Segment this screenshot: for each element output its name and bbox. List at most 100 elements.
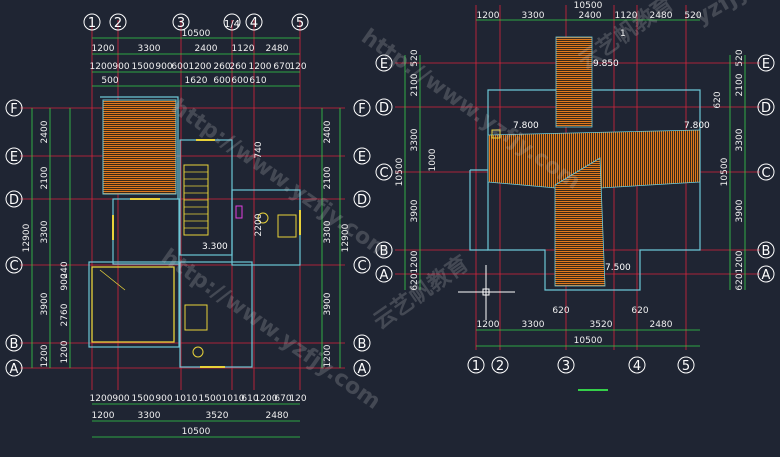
roof-right-dim: 3300 — [735, 128, 745, 151]
left-top-dim3: 1620 — [185, 76, 208, 86]
left-inner-dim: 2760 — [60, 303, 70, 326]
left-bottom-dim2: 1200 — [92, 411, 115, 421]
left-top-dim2: 900 — [155, 62, 172, 72]
left-axis-top-3: 3 — [177, 16, 185, 31]
left-top-dim2: 670 — [273, 62, 290, 72]
left-top-dim3: 600 — [231, 76, 248, 86]
roof-top-dim: 3300 — [522, 11, 545, 21]
left-bottom-dim: 900 — [155, 394, 172, 404]
roof-left-dim: 3900 — [410, 199, 420, 222]
left-axis-side-C: C — [9, 259, 18, 274]
left-top-total: 10500 — [182, 29, 211, 39]
roof-tile-top — [555, 36, 593, 128]
right-axis-bubbles — [375, 54, 775, 374]
roof-top-dim: 2400 — [579, 11, 602, 21]
roof-axis-right-B: B — [762, 244, 771, 259]
balcony-diagonal — [99, 269, 126, 291]
left-top-dim3: 610 — [249, 76, 266, 86]
bath-fixture — [192, 346, 204, 358]
left-top-dim2: 600 — [171, 62, 188, 72]
left-top-dim2: 900 — [112, 62, 129, 72]
left-top-dim2: 260 — [229, 62, 246, 72]
left-top-dim2: 1200 — [90, 62, 113, 72]
bed — [184, 304, 208, 331]
left-floor-plan: 1 2 3 1/4 4 5 F E D C B A F E D C B A 10… — [5, 13, 371, 438]
roof-top-dim: 2480 — [650, 11, 673, 21]
inner-dim: 2200 — [254, 213, 264, 236]
left-top-dim2: 1500 — [132, 62, 155, 72]
left-axis-side-A: A — [10, 362, 19, 377]
left-bottom-dim2: 3520 — [206, 411, 229, 421]
right-dimension-lines — [404, 19, 746, 347]
roof-axis-bottom-1: 1 — [472, 359, 480, 374]
left-side-dim: 2400 — [40, 120, 50, 143]
left-bottom-total: 10500 — [182, 427, 211, 437]
right-side-total: 12900 — [341, 223, 351, 252]
left-bottom-dim: 670 — [274, 394, 291, 404]
roof-left-dim: 520 — [410, 49, 420, 66]
roof-axis-right-E: E — [762, 57, 770, 72]
roof-left-dim: 3300 — [410, 128, 420, 151]
roof-axis-bottom-5: 5 — [682, 359, 690, 374]
roof-right-dim: 620 — [735, 273, 745, 290]
left-top-dim3: 500 — [101, 76, 118, 86]
right-side-dim: 3300 — [323, 220, 333, 243]
left-bottom-dim: 1200 — [255, 394, 278, 404]
roof-axis-right-D: D — [761, 101, 771, 116]
left-bottom-dim: 610 — [241, 394, 258, 404]
left-side-dim: 3900 — [40, 292, 50, 315]
roof-bottom-dim: 620 — [631, 306, 648, 316]
roof-left-dim: 620 — [410, 273, 420, 290]
left-bottom-dim: 1010 — [222, 394, 245, 404]
roof-level: 7.500 — [605, 263, 631, 273]
bathtub — [277, 214, 297, 238]
crosshair-cursor — [458, 265, 515, 320]
roof-right-dim: 520 — [735, 49, 745, 66]
left-bottom-dim2: 3300 — [138, 411, 161, 421]
left-axis-side-D: D — [9, 193, 19, 208]
left-axis-right-B: B — [358, 337, 367, 352]
roof-level: 7.800 — [513, 121, 539, 131]
right-side-dim: 3900 — [323, 292, 333, 315]
right-roof-plan: E D C B A E D C B A 1 2 3 4 5 10500 1200… — [375, 1, 775, 391]
roof-right-dim: 620 — [713, 91, 723, 108]
roof-left-dim: 1000 — [428, 148, 438, 171]
left-bottom-dim: 1200 — [90, 394, 113, 404]
roof-top-dim: 1120 — [615, 11, 638, 21]
left-axis-side-E: E — [10, 150, 18, 165]
roof-axis-A: A — [380, 268, 389, 283]
roof-left-dim: 1200 — [410, 250, 420, 273]
left-axis-right-A: A — [358, 362, 367, 377]
watermark-url-2: http://www.yzfjy.com — [357, 24, 585, 194]
roof-axis-bottom-2: 2 — [496, 359, 504, 374]
roof-tile-lower — [554, 157, 606, 287]
roof-axis-E: E — [380, 57, 388, 72]
watermark-short: yzfjy.com — [691, 0, 780, 30]
left-axis-top-4: 4 — [250, 16, 258, 31]
left-axis-right-E: E — [358, 150, 366, 165]
stair-treads — [184, 171, 208, 229]
left-top-dim: 3300 — [138, 44, 161, 54]
balcony — [91, 266, 175, 343]
roof-right-dim: 3900 — [735, 199, 745, 222]
roof-level: 9.850 — [593, 59, 619, 69]
roof-bottom-dim: 2480 — [650, 320, 673, 330]
roof-axis-right-A: A — [762, 268, 771, 283]
left-top-dim2: 1200 — [189, 62, 212, 72]
roof-top-dim: 1200 — [477, 11, 500, 21]
left-side-dim: 2100 — [40, 166, 50, 189]
roof-mark: 1 — [620, 29, 626, 39]
roof-right-total: 10500 — [720, 157, 730, 186]
left-inner-dim: 900 — [60, 273, 70, 290]
left-top-dim: 1120 — [232, 44, 255, 54]
roof-axis-C: C — [379, 166, 388, 181]
left-top-dim2: 260 — [213, 62, 230, 72]
roof-level: 7.800 — [684, 121, 710, 131]
roof-axis-D: D — [379, 101, 389, 116]
watermark-brand-2: 云艺帆教育 — [369, 251, 474, 335]
roof-top-total: 10500 — [574, 1, 603, 11]
left-side-dim: 3300 — [40, 220, 50, 243]
left-inner-dim: 1200 — [60, 340, 70, 363]
left-top-dim: 2480 — [266, 44, 289, 54]
